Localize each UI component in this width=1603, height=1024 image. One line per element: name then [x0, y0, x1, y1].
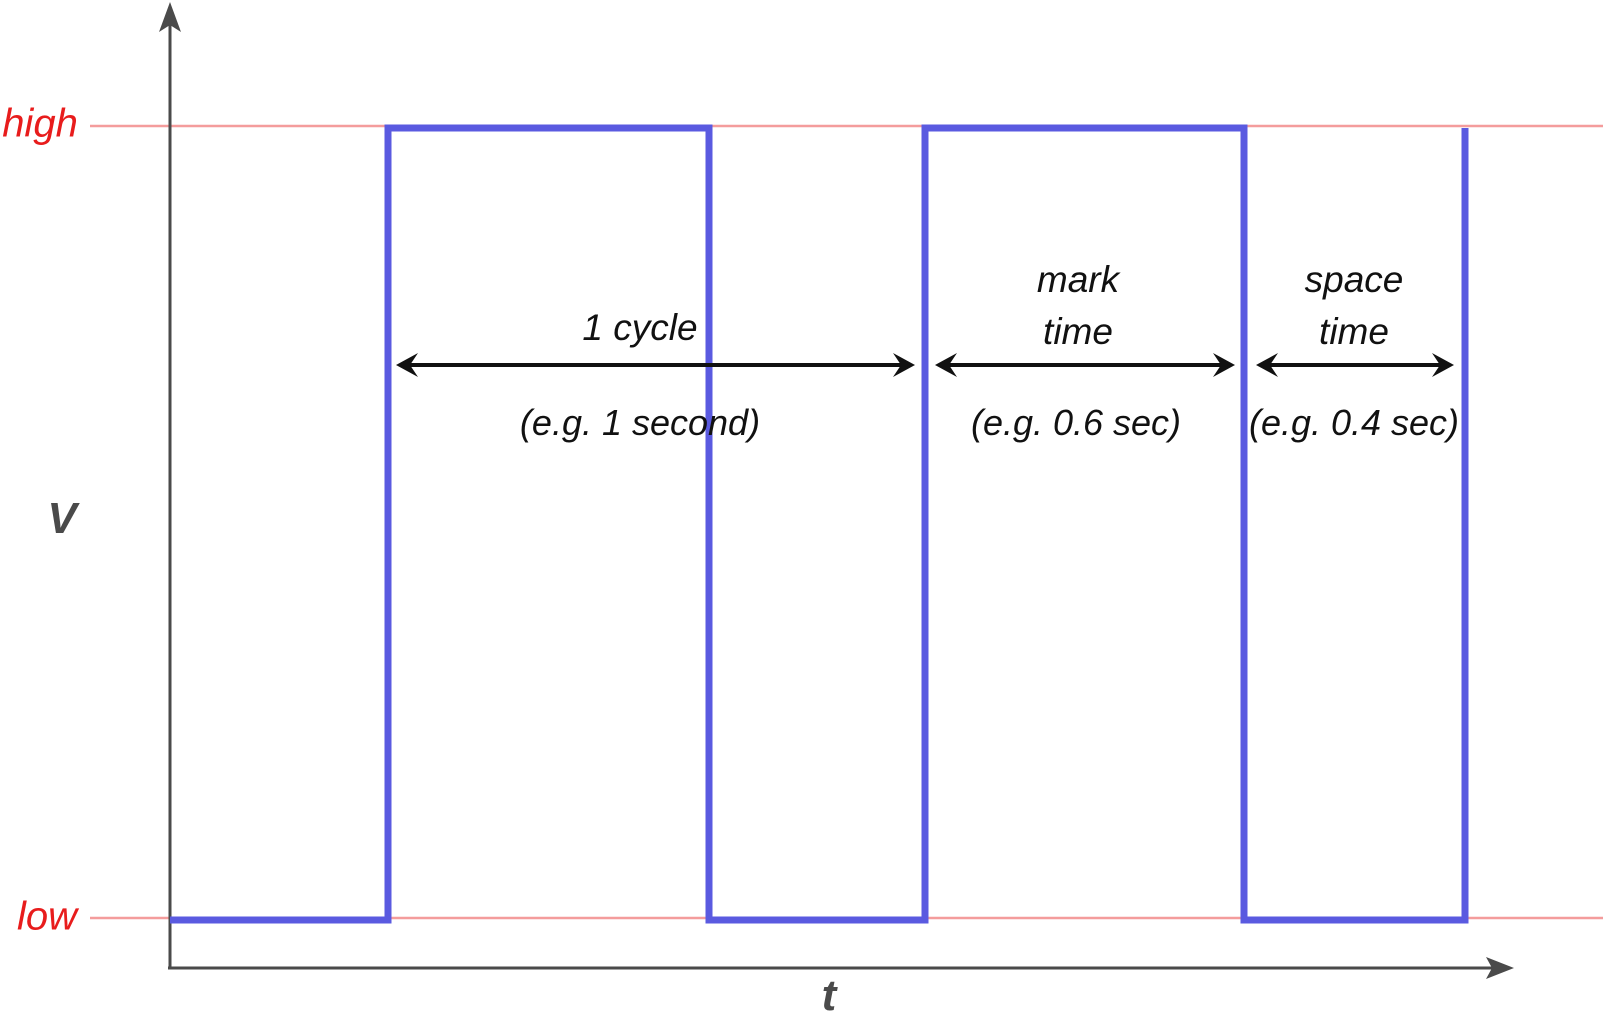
square-wave-signal — [170, 124, 1469, 924]
cycle-arrowhead-left-icon — [396, 353, 418, 377]
mark-arrowhead-left-icon — [935, 353, 957, 377]
cycle-annotation-label: 1 cycle — [582, 307, 698, 348]
mark-annotation-line1: mark — [1036, 259, 1120, 300]
mark-annotation-label: mark time — [1037, 254, 1119, 358]
cycle-annotation-example: (e.g. 1 second) — [519, 402, 761, 443]
y-axis-arrowhead-icon — [159, 2, 181, 32]
mark-arrowhead-right-icon — [1213, 353, 1235, 377]
x-axis-label: t — [821, 971, 837, 1020]
mark-annotation-example: (e.g. 0.6 sec) — [970, 402, 1182, 443]
x-axis-arrowhead-icon — [1486, 957, 1514, 979]
space-annotation-label: space time — [1305, 254, 1404, 358]
space-annotation-example: (e.g. 0.4 sec) — [1248, 402, 1460, 443]
space-annotation-line1: space — [1304, 259, 1404, 300]
mark-annotation-line2: time — [1043, 311, 1113, 352]
y-axis-label: V — [47, 494, 77, 543]
low-level-label: low — [16, 894, 78, 939]
cycle-arrowhead-right-icon — [893, 353, 915, 377]
space-arrowhead-left-icon — [1256, 353, 1278, 377]
high-level-label: high — [2, 101, 78, 146]
space-arrowhead-right-icon — [1432, 353, 1454, 377]
space-annotation-line2: time — [1319, 311, 1389, 352]
